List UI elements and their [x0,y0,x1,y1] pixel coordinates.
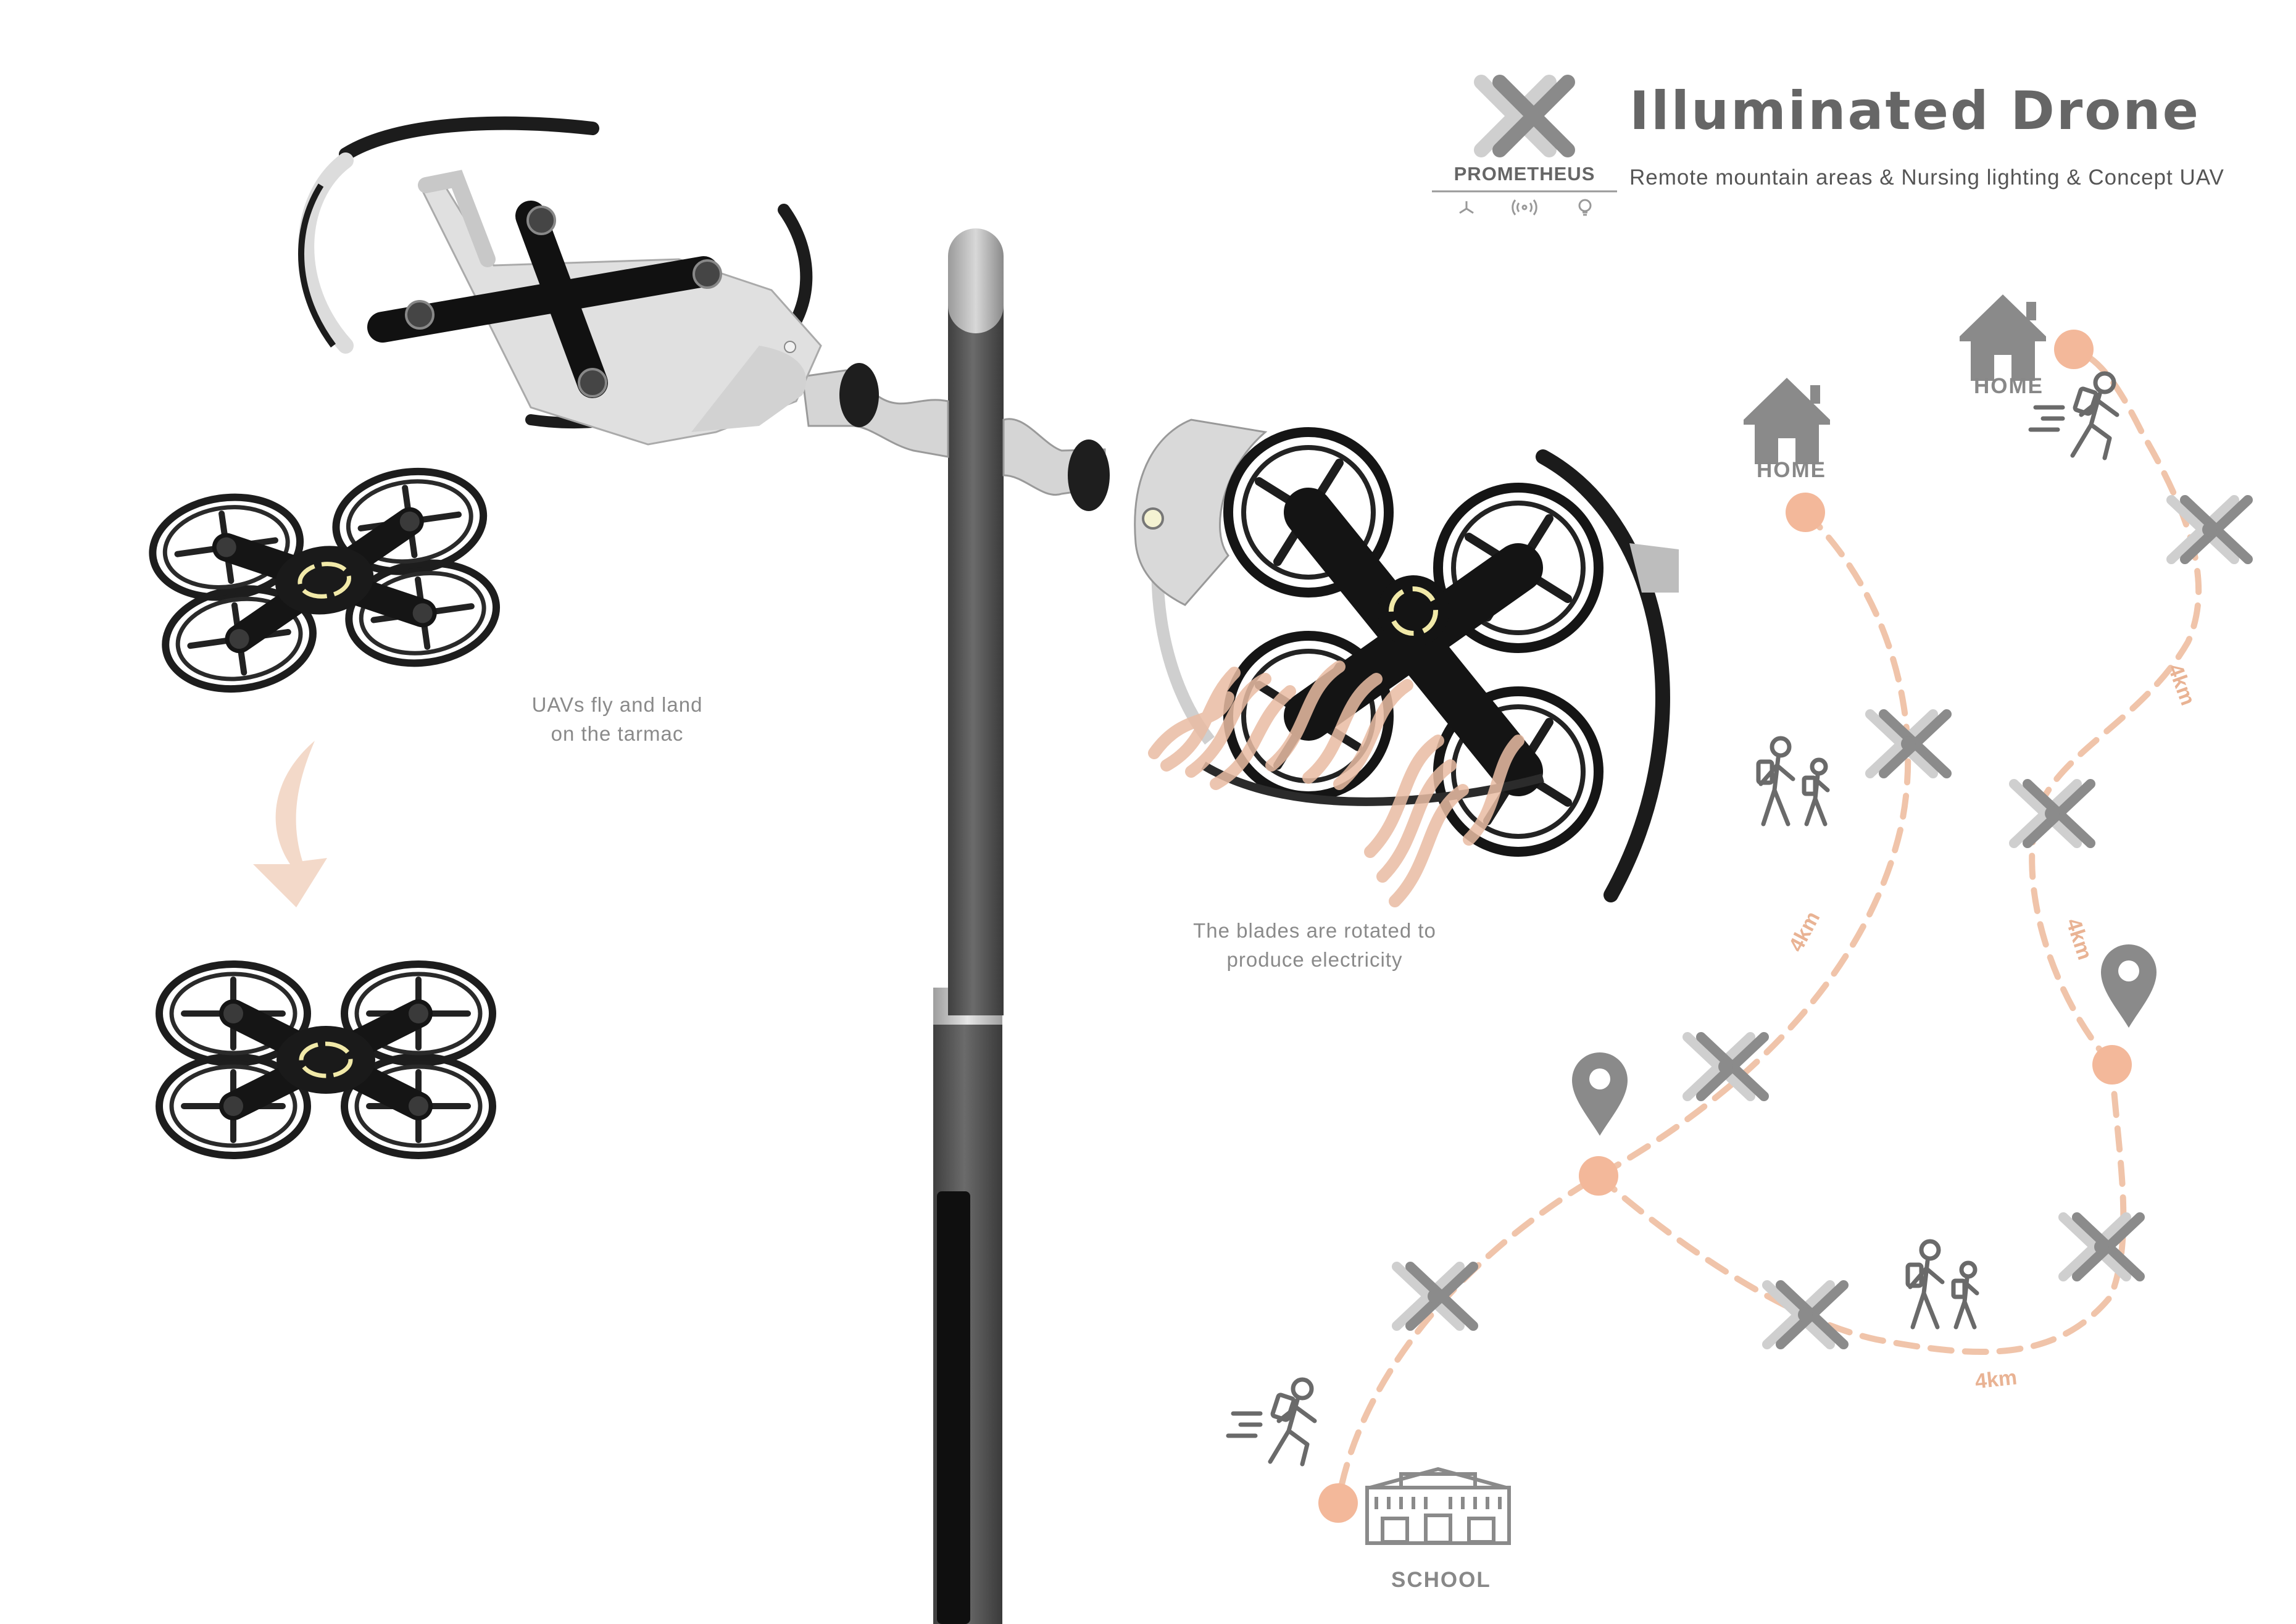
page-subtitle: Remote mountain areas & Nursing lighting… [1629,165,2224,189]
drone-landed [159,964,493,1156]
location-pin-icon [1572,1052,1628,1136]
runner-icon [2031,373,2117,458]
home-icon [1960,294,2046,381]
place-label-home: HOME [1974,374,2044,398]
drone-x-icon [1767,1285,1844,1344]
down-arrow-icon [253,741,327,907]
route-dots [1318,330,2132,1523]
wind-lines [1148,660,1524,907]
caption-blades: The blades are rotated to produce electr… [1148,916,1481,974]
caption-line: on the tarmac [551,722,684,745]
caption-line: The blades are rotated to [1193,919,1436,942]
drone-x-icon [2171,500,2248,559]
caption-line: produce electricity [1226,948,1403,971]
school-building-icon [1365,1467,1511,1545]
place-label-school: SCHOOL [1391,1568,1491,1592]
bulb-icon [1578,199,1592,216]
brand-name: PROMETHEUS [1454,163,1595,185]
home-icon [1744,378,1830,464]
docked-drone-top [298,116,822,446]
place-label-home: HOME [1757,458,1826,482]
hikers-icon [1758,738,1828,824]
docked-drone-right [1134,418,1679,902]
drone-flying [146,462,503,698]
drone-x-icon [2014,784,2090,843]
caption-line: UAVs fly and land [531,693,703,716]
drone-x-icon [2063,1217,2140,1276]
runner-icon [1228,1380,1315,1464]
hikers-icon [1908,1241,1977,1327]
drone-x-icon [1397,1267,1473,1326]
caption-landing: UAVs fly and land on the tarmac [494,690,741,748]
lamp-pole [933,228,1004,1624]
fan-icon [1459,201,1474,214]
page-title: Illuminated Drone [1629,80,2200,142]
distance-label: 4km [1974,1365,2018,1394]
pole-arm-left [801,363,949,458]
prometheus-logo-icon [1474,75,1575,157]
pole-arm-right [1002,418,1110,511]
signal-icon [1512,199,1537,215]
route-paths [1335,346,2202,1506]
location-pin-icon [2101,944,2157,1028]
